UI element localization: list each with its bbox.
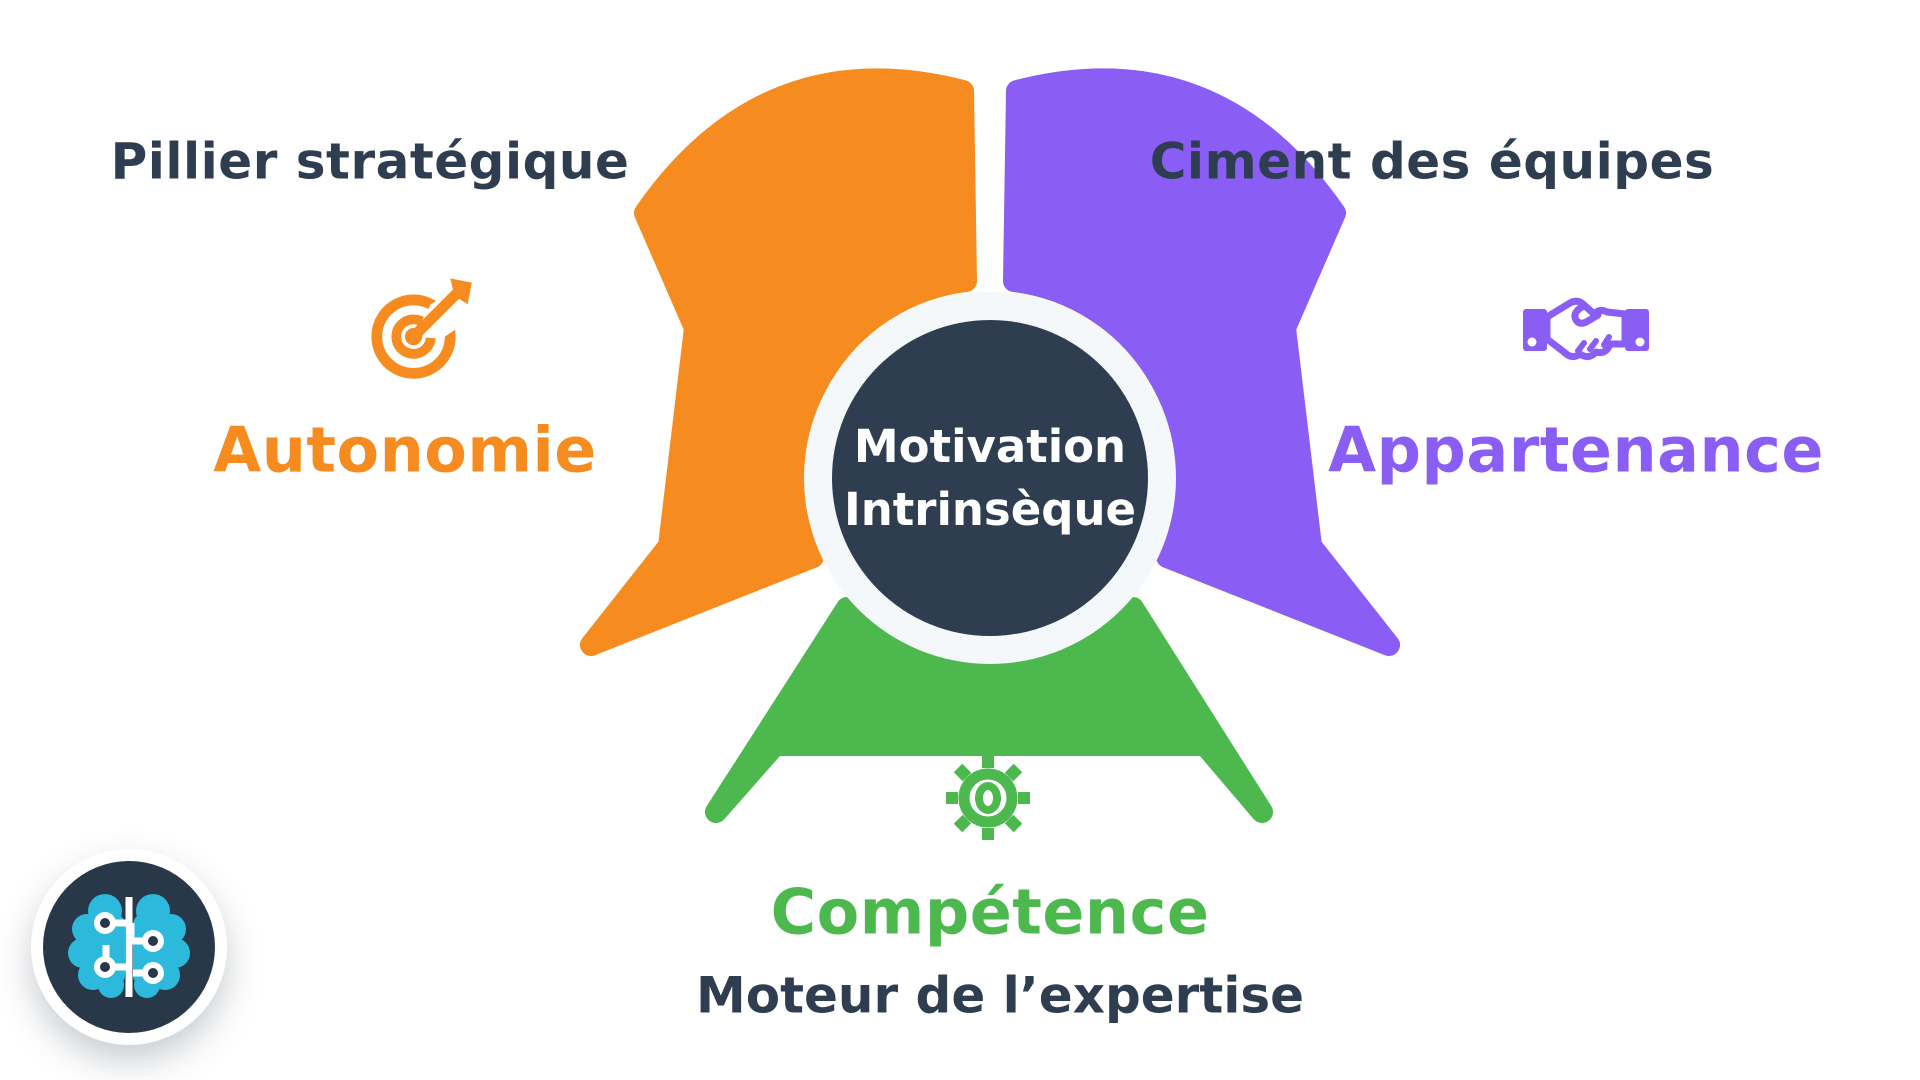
center-title: Motivation Intrinsèque — [844, 415, 1136, 541]
label-appartenance: Appartenance — [1328, 413, 1824, 487]
label-autonomie: Autonomie — [213, 413, 597, 487]
center-title-line2: Intrinsèque — [843, 483, 1137, 536]
segment-appartenance-shape — [1003, 68, 1400, 656]
brain-glyph — [68, 894, 190, 998]
tagline-competence: Moteur de l’expertise — [695, 966, 1305, 1025]
gear-icon — [942, 752, 1034, 848]
tagline-appartenance: Ciment des équipes — [1149, 132, 1715, 191]
brain-circuit-logo — [31, 849, 227, 1045]
label-competence: Compétence — [770, 875, 1210, 949]
segment-autonomie-shape — [580, 68, 977, 656]
handshake-icon — [1520, 287, 1652, 377]
tagline-autonomie: Pillier stratégique — [110, 132, 630, 191]
target-icon — [366, 274, 474, 386]
segment-competence-shape — [705, 597, 1273, 823]
center-title-line1: Motivation — [853, 420, 1127, 473]
center-circle — [832, 320, 1148, 636]
